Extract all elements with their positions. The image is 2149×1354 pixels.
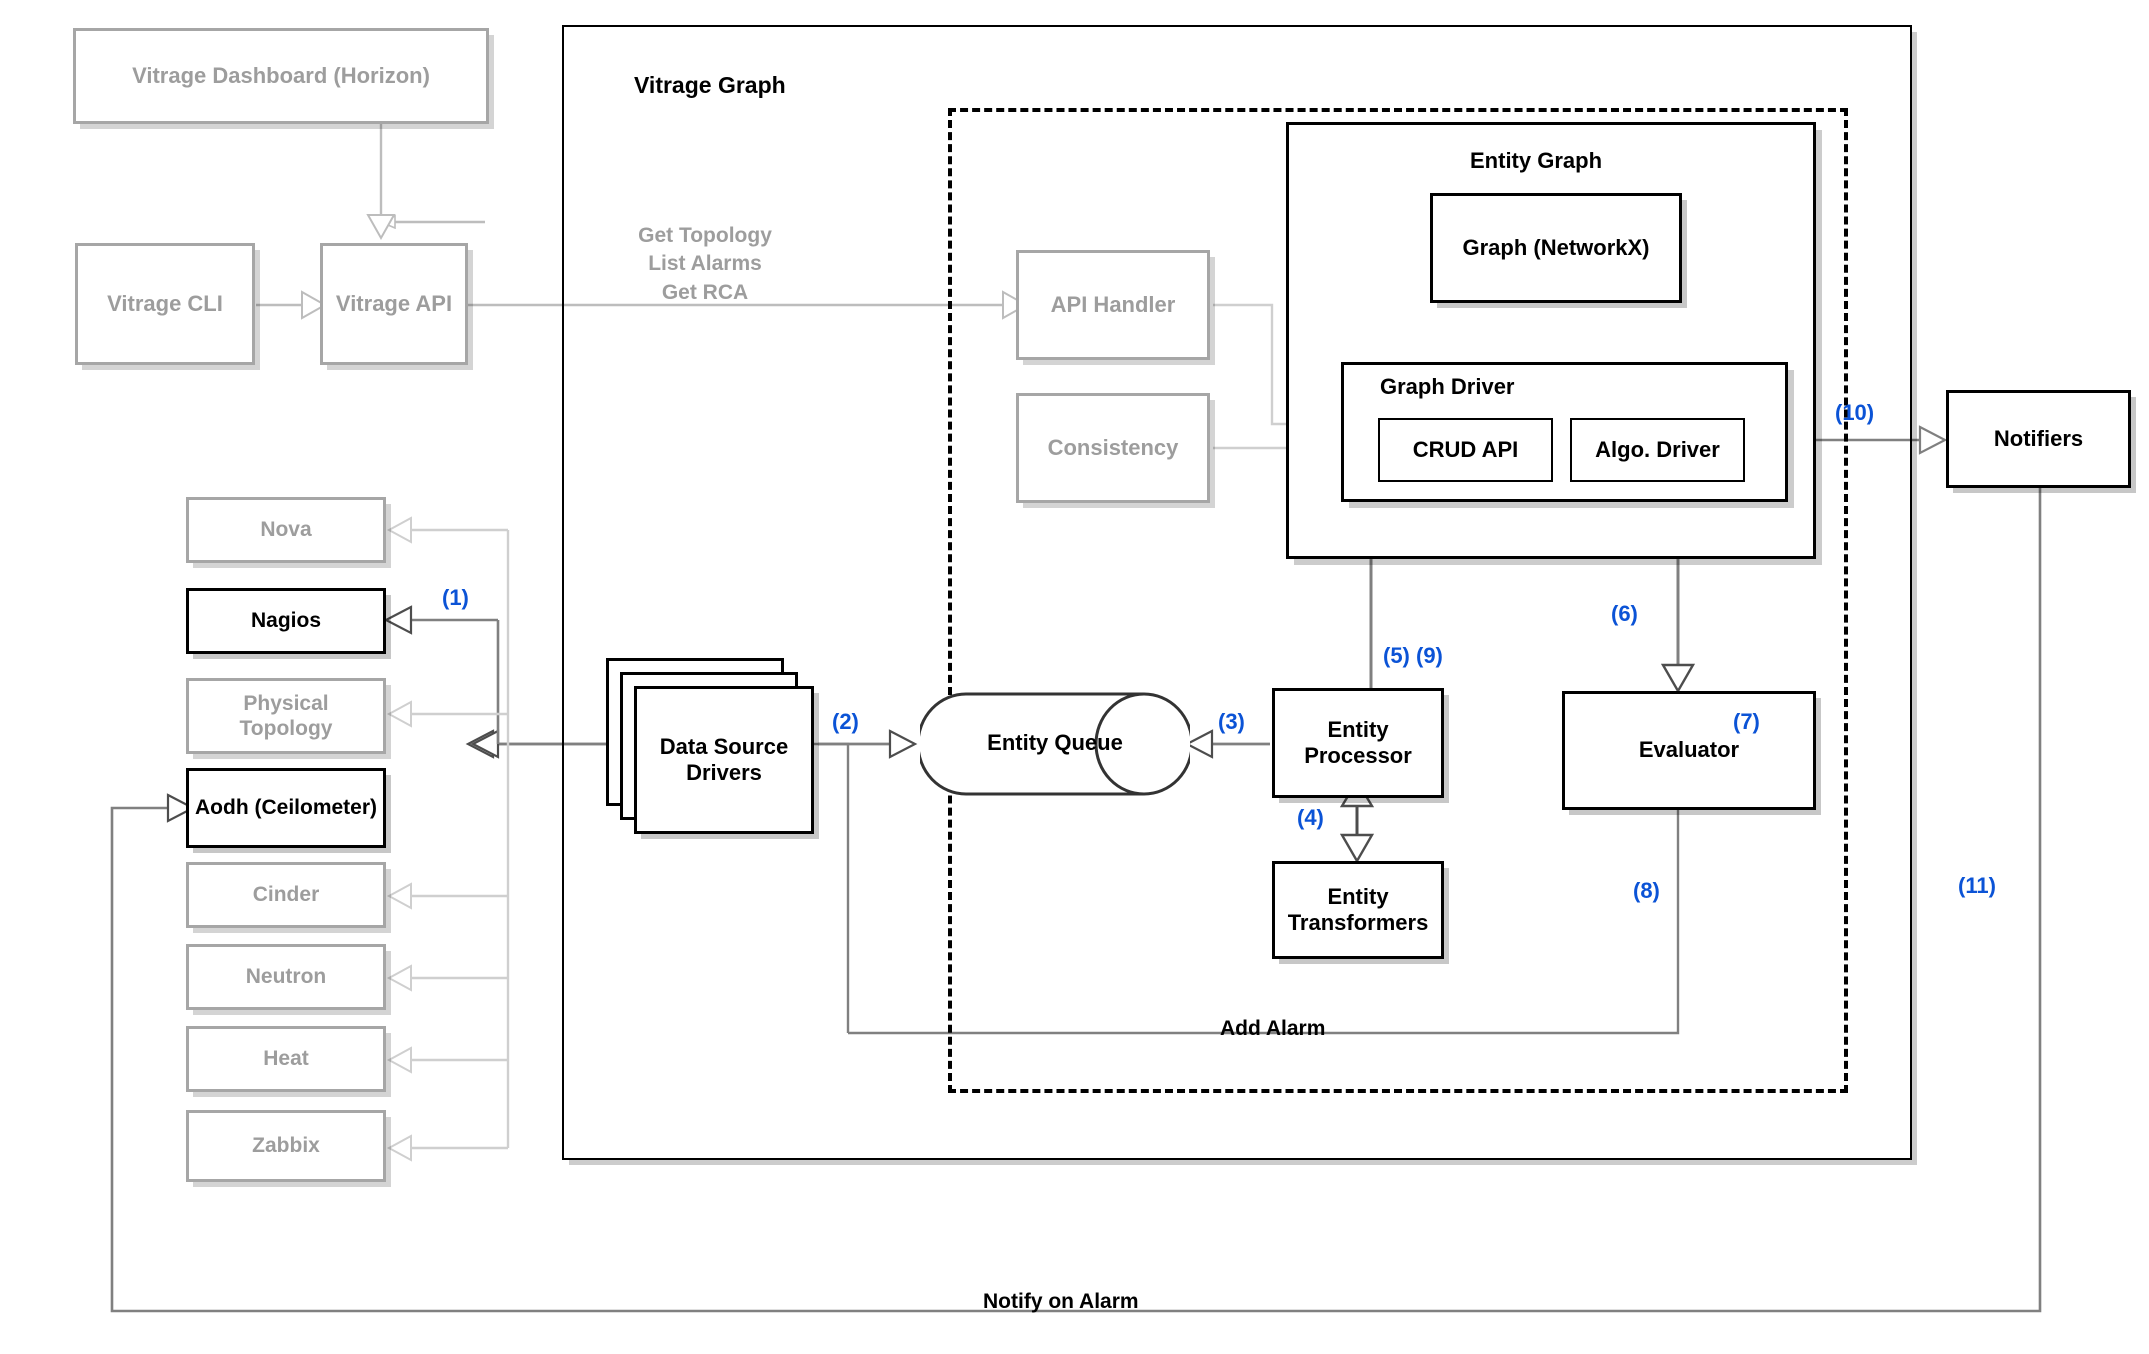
evaluator-label: Evaluator [1638, 737, 1740, 763]
graph-networkx-box[interactable]: Graph (NetworkX) [1430, 193, 1682, 303]
consistency-box[interactable]: Consistency [1016, 393, 1210, 503]
data-source-label: Neutron [245, 965, 327, 989]
data-source-label: Nagios [250, 609, 321, 633]
data-source-cinder[interactable]: Cinder [186, 862, 386, 928]
data-source-label: Aodh (Ceilometer) [195, 796, 378, 820]
step-1-label: (1) [442, 585, 469, 610]
data-source-drivers-label: Data Source Drivers [659, 733, 789, 785]
data-source-heat[interactable]: Heat [186, 1026, 386, 1092]
notify-on-alarm-label: Notify on Alarm [983, 1290, 1139, 1313]
algo-driver-box[interactable]: Algo. Driver [1570, 418, 1745, 482]
data-source-nagios[interactable]: Nagios [186, 588, 386, 654]
vitrage-dashboard-box[interactable]: Vitrage Dashboard (Horizon) [73, 28, 489, 124]
data-source-label: Nova [260, 518, 312, 542]
data-source-label: Physical Topology [239, 691, 333, 740]
vitrage-api-label: Vitrage API [335, 290, 453, 316]
vitrage-graph-title: Vitrage Graph [634, 72, 786, 98]
vitrage-dashboard-label: Vitrage Dashboard (Horizon) [132, 62, 430, 88]
entity-queue-shape[interactable]: Entity Queue [916, 692, 1194, 796]
graph-networkx-label: Graph (NetworkX) [1462, 234, 1650, 260]
entity-graph-title: Entity Graph [1470, 148, 1603, 173]
vitrage-cli-label: Vitrage CLI [107, 290, 223, 316]
notifiers-label: Notifiers [1993, 425, 2084, 451]
step-5-9-label: (5) (9) [1383, 643, 1443, 668]
data-source-aodh[interactable]: Aodh (Ceilometer) [186, 768, 386, 848]
consistency-label: Consistency [1047, 434, 1179, 460]
entity-processor-box[interactable]: Entity Processor [1272, 688, 1444, 798]
vitrage-cli-box[interactable]: Vitrage CLI [75, 243, 255, 365]
add-alarm-label: Add Alarm [1220, 1017, 1326, 1040]
data-source-drivers-box[interactable]: Data Source Drivers [634, 686, 814, 834]
step-11-label: (11) [1958, 873, 1996, 898]
data-source-neutron[interactable]: Neutron [186, 944, 386, 1010]
api-handler-label: API Handler [1050, 291, 1176, 317]
entity-processor-label: Entity Processor [1304, 716, 1412, 768]
evaluator-box[interactable]: Evaluator [1562, 691, 1816, 810]
step-8-label: (8) [1633, 878, 1660, 903]
data-source-label: Zabbix [252, 1134, 320, 1158]
data-source-label: Cinder [252, 883, 320, 907]
api-calls-label: Get Topology List Alarms Get RCA [638, 224, 772, 304]
vitrage-api-box[interactable]: Vitrage API [320, 243, 468, 365]
step-2-label: (2) [832, 709, 859, 734]
algo-driver-label: Algo. Driver [1595, 436, 1720, 462]
graph-processing-region [948, 108, 1848, 1093]
crud-api-label: CRUD API [1412, 436, 1519, 462]
step-3-label: (3) [1218, 709, 1245, 734]
graph-driver-title: Graph Driver [1380, 374, 1515, 399]
vitrage-graph-container [562, 25, 1912, 1160]
data-source-physical-topology[interactable]: Physical Topology [186, 678, 386, 754]
data-source-label: Heat [263, 1047, 309, 1071]
entity-transformers-box[interactable]: Entity Transformers [1272, 861, 1444, 959]
entity-queue-label: Entity Queue [987, 730, 1123, 755]
data-source-zabbix[interactable]: Zabbix [186, 1110, 386, 1182]
step-7-label: (7) [1733, 709, 1760, 734]
step-10-label: (10) [1835, 400, 1875, 425]
entity-transformers-label: Entity Transformers [1287, 883, 1429, 935]
data-source-nova[interactable]: Nova [186, 497, 386, 563]
step-6-label: (6) [1611, 601, 1638, 626]
api-handler-box[interactable]: API Handler [1016, 250, 1210, 360]
crud-api-box[interactable]: CRUD API [1378, 418, 1553, 482]
notifiers-box[interactable]: Notifiers [1946, 390, 2131, 488]
step-4-label: (4) [1297, 805, 1324, 830]
